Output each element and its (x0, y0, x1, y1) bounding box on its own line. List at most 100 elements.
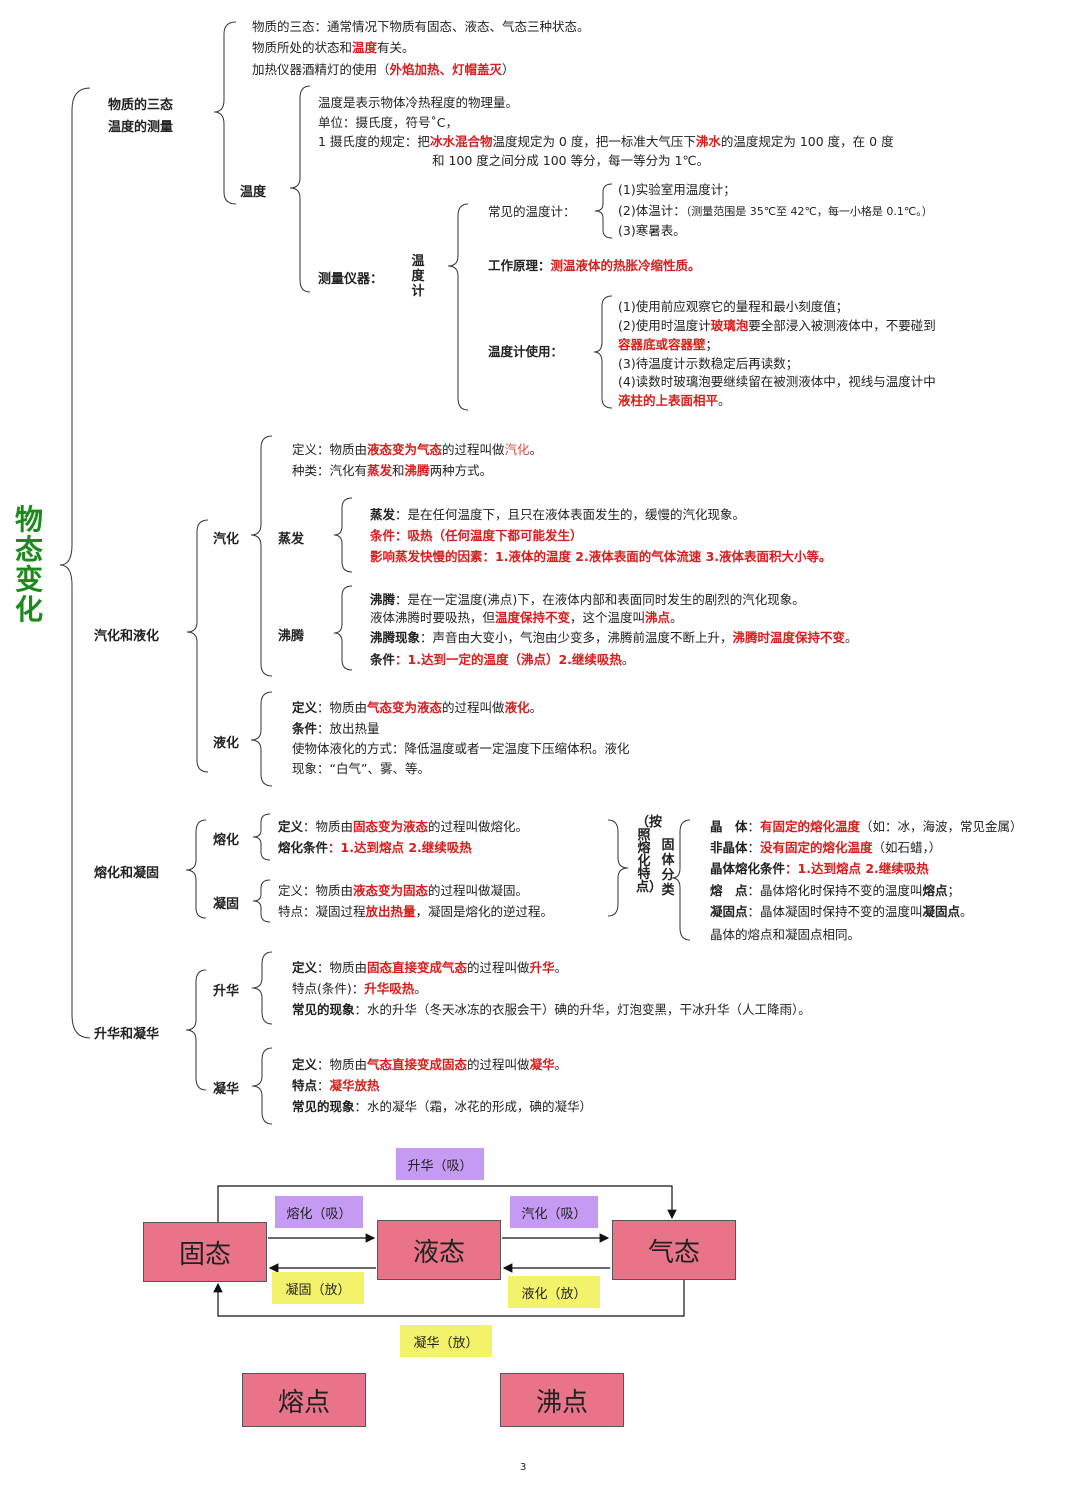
classify-b: 固体分类 (661, 838, 675, 898)
main-brace (59, 87, 91, 1039)
shenghua-1: 定义：物质由固态直接变成气态的过程叫做升华。 (292, 960, 568, 975)
common-3: (3)寒暑表。 (618, 223, 686, 238)
crystal-4: 熔 点：晶体熔化时保持不变的温度叫熔点； (710, 883, 961, 898)
main-title: 物态变化 (14, 503, 43, 626)
wendu-line1: 温度是表示物体冷热程度的物理量。 (318, 95, 519, 110)
wendu-label: 温度 (240, 185, 267, 200)
sec1-label-2: 温度的测量 (108, 120, 174, 135)
sec2-label: 汽化和液化 (94, 629, 160, 644)
yehua-brace (250, 691, 273, 787)
use-2: (2)使用时温度计玻璃泡要全部浸入被测液体中，不要碰到 (618, 318, 936, 333)
feiteng-1: 沸腾：是在一定温度(沸点)下，在液体内部和表面同时发生的剧烈的汽化现象。 (370, 592, 805, 607)
label-deposition: 凝华（放） (400, 1325, 492, 1357)
arrow-sublimation (217, 1185, 677, 1222)
yehua-4: 现象：“白气”、雾、等。 (292, 761, 430, 776)
sec1-line3: 加热仪器酒精灯的使用（外焰加热、灯帽盖灭） (252, 62, 515, 77)
feiteng-2: 液体沸腾时要吸热，但温度保持不变，这个温度叫沸点。 (370, 610, 683, 625)
use-3: (3)待温度计示数稳定后再读数； (618, 356, 799, 371)
melting-point-box: 熔点 (242, 1373, 366, 1427)
use-4b: 液柱的上表面相平。 (618, 393, 731, 408)
label-liquefaction: 液化（放） (508, 1276, 600, 1308)
ninghua-label: 凝华 (213, 1082, 240, 1097)
shenghua-label: 升华 (213, 984, 240, 999)
sec1-line1: 物质的三态：通常情况下物质有固态、液态、气态三种状态。 (252, 19, 590, 34)
yiqi-label: 测量仪器： (318, 272, 384, 287)
wenduji-label: 温度计 (411, 254, 425, 299)
yehua-1: 定义：物质由气态变为液态的过程叫做液化。 (292, 700, 543, 715)
yehua-3: 使物体液化的方式：降低温度或者一定温度下压缩体积。液化 (292, 741, 630, 756)
wendu-line2: 单位：摄氏度，符号˚C， (318, 115, 458, 130)
ninghua-2: 特点：凝华放热 (292, 1078, 380, 1093)
label-vaporization: 汽化（吸） (510, 1196, 598, 1228)
use-brace (593, 295, 613, 409)
yehua-label: 液化 (213, 736, 240, 751)
feiteng-3: 沸腾现象：声音由大变小，气泡由少变多，沸腾前温度不断上升，沸腾时温度保持不变。 (370, 630, 858, 645)
ronghua-brace (252, 813, 271, 861)
crystal-2: 非晶体：没有固定的熔化温度（如石蜡，） (710, 840, 942, 855)
zhengfa-1: 蒸发：是在任何温度下，且只在液体表面发生的，缓慢的汽化现象。 (370, 507, 746, 522)
wenduji-brace (447, 203, 469, 411)
sec1-line2: 物质所处的状态和温度有关。 (252, 40, 415, 55)
page-number: 3 (520, 1462, 527, 1473)
crystal-3: 晶体熔化条件：1.达到熔点 2.继续吸热 (710, 861, 929, 876)
common-1: (1)实验室用温度计； (618, 182, 736, 197)
ninghua-brace (251, 1047, 273, 1125)
shenghua-brace (251, 951, 273, 1025)
label-freezing: 凝固（放） (272, 1272, 364, 1304)
crystal-brace (671, 819, 691, 941)
boiling-point-box: 沸点 (500, 1373, 624, 1427)
ronghua-label: 熔化 (213, 833, 240, 848)
label-sublimation: 升华（吸） (396, 1148, 484, 1180)
feiteng-label: 沸腾 (278, 629, 305, 644)
zhengfa-label: 蒸发 (278, 532, 305, 547)
ninghua-3: 常见的现象：水的凝华（霜，冰花的形成，碘的凝华） (292, 1099, 593, 1114)
use-4: (4)读数时玻璃泡要继续留在被测液体中，视线与温度计中 (618, 374, 936, 389)
common-brace (594, 183, 613, 239)
classify-brace-right (607, 819, 629, 917)
ninggu-brace (252, 879, 271, 923)
crystal-6: 晶体的熔点和凝固点相同。 (710, 927, 861, 942)
sec1-label-1: 物质的三态 (108, 98, 174, 113)
use-label: 温度计使用： (488, 344, 564, 359)
arrow-deposition (213, 1278, 685, 1317)
ninggu-label: 凝固 (213, 897, 240, 912)
crystal-1: 晶 体：有固定的熔化温度（如：冰，海波，常见金属） (710, 819, 1023, 834)
label-melting: 熔化（吸） (275, 1196, 363, 1228)
state-gas: 气态 (612, 1220, 736, 1280)
state-liquid: 液态 (377, 1220, 501, 1280)
yehua-2: 条件：放出热量 (292, 721, 380, 736)
crystal-5: 凝固点：晶体凝固时保持不变的温度叫凝固点。 (710, 904, 973, 919)
wendu-brace (289, 85, 311, 293)
common-2: (2)体温计：（测量范围是 35℃至 42℃，每一小格是 0.1℃。） (618, 203, 933, 218)
wendu-line3: 1 摄氏度的规定：把冰水混合物温度规定为 0 度，把一标准大气压下沸水的温度规定… (318, 134, 894, 149)
zhengfa-2: 条件：吸热（任何温度下都可能发生） (370, 528, 583, 543)
shenghua-2: 特点(条件)：升华吸热。 (292, 981, 427, 996)
sec1-brace (213, 21, 237, 205)
sec3-label: 熔化和凝固 (94, 866, 160, 881)
ninghua-1: 定义：物质由气态直接变成固态的过程叫做凝华。 (292, 1057, 568, 1072)
use-2b: 容器底或容器壁； (618, 337, 719, 352)
qihua-kind: 种类：汽化有蒸发和沸腾两种方式。 (292, 463, 493, 478)
ronghua-2: 熔化条件：1.达到熔点 2.继续吸热 (278, 840, 472, 855)
ninggu-1: 定义：物质由液态变为固态的过程叫做凝固。 (278, 883, 529, 898)
use-1: (1)使用前应观察它的量程和最小刻度值； (618, 299, 849, 314)
sec4-brace (185, 969, 207, 1091)
wendu-line4: 和 100 度之间分成 100 等分，每一等分为 1℃。 (432, 153, 710, 168)
feiteng-brace (333, 585, 353, 671)
sec4-label: 升华和凝华 (94, 1027, 160, 1042)
classify-a: （按照熔化特点） (636, 815, 663, 895)
ronghua-1: 定义：物质由固态变为液态的过程叫做熔化。 (278, 819, 529, 834)
common-label: 常见的温度计： (488, 204, 576, 219)
ninggu-2: 特点：凝固过程放出热量，凝固是熔化的逆过程。 (278, 904, 554, 919)
qihua-brace (250, 435, 273, 677)
qihua-label: 汽化 (213, 532, 240, 547)
sec3-brace (185, 819, 207, 919)
sec2-brace (186, 519, 209, 773)
state-solid: 固态 (143, 1222, 267, 1282)
shenghua-3: 常见的现象：水的升华（冬天冰冻的衣服会干）碘的升华，灯泡变黑，干冰升华（人工降雨… (292, 1002, 811, 1017)
zhengfa-brace (333, 497, 353, 573)
zhengfa-3: 影响蒸发快慢的因素：1.液体的温度 2.液体表面的气体流速 3.液体表面积大小等… (370, 549, 832, 564)
principle: 工作原理：测温液体的热胀冷缩性质。 (488, 258, 701, 273)
qihua-def: 定义：物质由液态变为气态的过程叫做汽化。 (292, 442, 543, 457)
